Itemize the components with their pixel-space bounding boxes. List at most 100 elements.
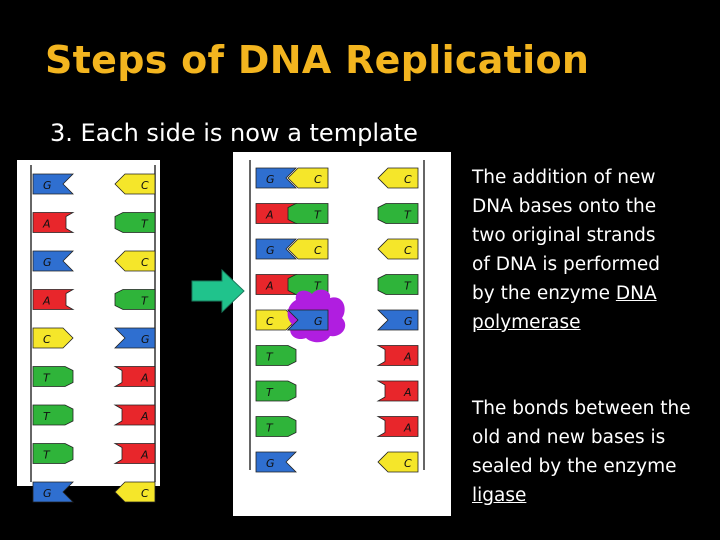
original-right-base-C: C <box>114 250 156 272</box>
template2-old-base-C: C <box>377 451 419 473</box>
original-left-base-A-shape <box>32 289 75 310</box>
original-right-base-A: A <box>113 404 156 426</box>
template1-old-base-G: G <box>255 238 297 260</box>
original-right-base-T-shape <box>114 289 156 310</box>
original-right-base-A-letter: A <box>140 372 149 385</box>
template1-new-base-T-letter: T <box>314 280 322 293</box>
template2-old-base-G-shape <box>377 309 419 331</box>
original-left-base-G-letter: G <box>43 487 52 500</box>
original-left-base-T-letter: T <box>43 410 51 423</box>
slide-subtitle: 3. Each side is now a template <box>50 119 418 147</box>
template1-new-base-C: C <box>287 167 329 189</box>
template2-old-base-C-shape <box>377 451 419 473</box>
template2-old-base-C-shape <box>377 238 419 260</box>
template1-new-base-G-front: G <box>287 309 329 331</box>
template1-old-base-C-shape <box>255 309 297 331</box>
original-left-base-G-shape <box>32 250 74 272</box>
original-left-base-T-shape <box>32 443 74 464</box>
template1-old-base-C: C <box>255 309 297 331</box>
template1-old-base-G-shape <box>255 167 297 189</box>
replication-arrow <box>191 268 245 314</box>
original-left-base-T: T <box>32 443 74 464</box>
original-right-base-T: T <box>114 289 156 310</box>
template2-old-base-A-letter: A <box>403 351 412 364</box>
polymerase-description: The addition of new DNA bases onto the t… <box>472 163 660 337</box>
template2-old-base-C: C <box>377 167 419 189</box>
original-right-base-C: C <box>114 481 156 503</box>
original-left-base-T-letter: T <box>43 372 51 385</box>
original-right-base-A-shape <box>113 404 156 426</box>
original-left-base-C: C <box>32 327 74 349</box>
original-right-base-C-shape <box>114 481 156 503</box>
template1-old-base-T-letter: T <box>266 386 274 399</box>
template2-old-base-C-letter: C <box>404 173 412 186</box>
template1-new-base-T-shape <box>287 274 329 295</box>
original-right-base-G: G <box>114 327 156 349</box>
original-right-base-C-letter: C <box>141 487 149 500</box>
template2-old-base-T-shape <box>377 274 419 295</box>
template2-old-base-C-letter: C <box>404 457 412 470</box>
template2-old-base-T-letter: T <box>404 209 412 222</box>
original-right-base-A-shape <box>113 443 156 464</box>
original-right-base-T: T <box>114 212 156 233</box>
template2-old-base-C: C <box>377 238 419 260</box>
template1-old-base-G-letter: G <box>266 457 275 470</box>
template1-new-base-G-front-letter: G <box>314 315 323 328</box>
original-left-base-G: G <box>32 250 74 272</box>
template2-old-base-A: A <box>376 345 419 366</box>
template1-new-base-T-shape <box>287 203 329 224</box>
template1-old-base-G: G <box>255 451 297 473</box>
template2-old-base-A: A <box>376 380 419 402</box>
template1-new-base-C-letter: C <box>314 173 322 186</box>
template2-old-base-A: A <box>376 416 419 437</box>
template1-new-base-C-letter: C <box>314 244 322 257</box>
template1-old-base-A-letter: A <box>265 209 274 222</box>
template1-new-base-G-front-shape <box>287 309 329 331</box>
template2-old-base-A-letter: A <box>403 386 412 399</box>
original-right-base-A: A <box>113 443 156 464</box>
template1-old-base-G-letter: G <box>266 244 275 257</box>
original-right-base-A-shape <box>113 366 156 387</box>
original-right-base-T-shape <box>114 212 156 233</box>
original-right-base-A: A <box>113 366 156 387</box>
template1-old-base-A-letter: A <box>265 280 274 293</box>
template1-old-base-T-letter: T <box>266 422 274 435</box>
original-left-base-G-shape <box>32 173 74 195</box>
polymerase-text: The addition of new DNA bases onto the t… <box>472 167 660 304</box>
original-right-base-C-letter: C <box>141 256 149 269</box>
template1-old-base-C-letter: C <box>266 315 274 328</box>
original-right-base-C-letter: C <box>141 179 149 192</box>
template1-old-base-G-shape <box>255 451 297 473</box>
original-left-base-C-letter: C <box>43 333 51 346</box>
template2-old-base-A-letter: A <box>403 422 412 435</box>
original-left-base-G: G <box>32 481 74 503</box>
ligase-term: ligase <box>472 485 527 506</box>
template1-new-base-T: T <box>287 274 329 295</box>
original-left-base-A-shape <box>32 212 75 233</box>
template2-old-base-G-letter: G <box>404 315 413 328</box>
original-left-base-A-letter: A <box>42 218 51 231</box>
original-left-base-T-shape <box>32 366 74 387</box>
template2-old-base-A-shape <box>376 345 419 366</box>
ligase-text: The bonds between the old and new bases … <box>472 398 691 477</box>
original-left-base-G: G <box>32 173 74 195</box>
template1-old-base-G-letter: G <box>266 173 275 186</box>
template1-old-base-T-shape <box>255 416 297 437</box>
original-left-base-T-letter: T <box>43 449 51 462</box>
template1-old-base-T: T <box>255 345 297 366</box>
original-left-base-T-shape <box>32 404 74 426</box>
dna-polymerase-term: DNA polymerase <box>472 283 657 333</box>
original-right-base-A-letter: A <box>140 449 149 462</box>
original-left-base-G-letter: G <box>43 179 52 192</box>
original-left-base-A: A <box>32 289 75 310</box>
template1-old-base-T: T <box>255 380 297 402</box>
original-right-base-C-shape <box>114 173 156 195</box>
template2-old-base-T: T <box>377 274 419 295</box>
template1-new-base-T-letter: T <box>314 209 322 222</box>
template2-old-base-C-shape <box>377 167 419 189</box>
template1-old-base-T-shape <box>255 380 297 402</box>
template1-old-base-T: T <box>255 416 297 437</box>
original-left-base-G-shape <box>32 481 74 503</box>
original-left-base-C-shape <box>32 327 74 349</box>
